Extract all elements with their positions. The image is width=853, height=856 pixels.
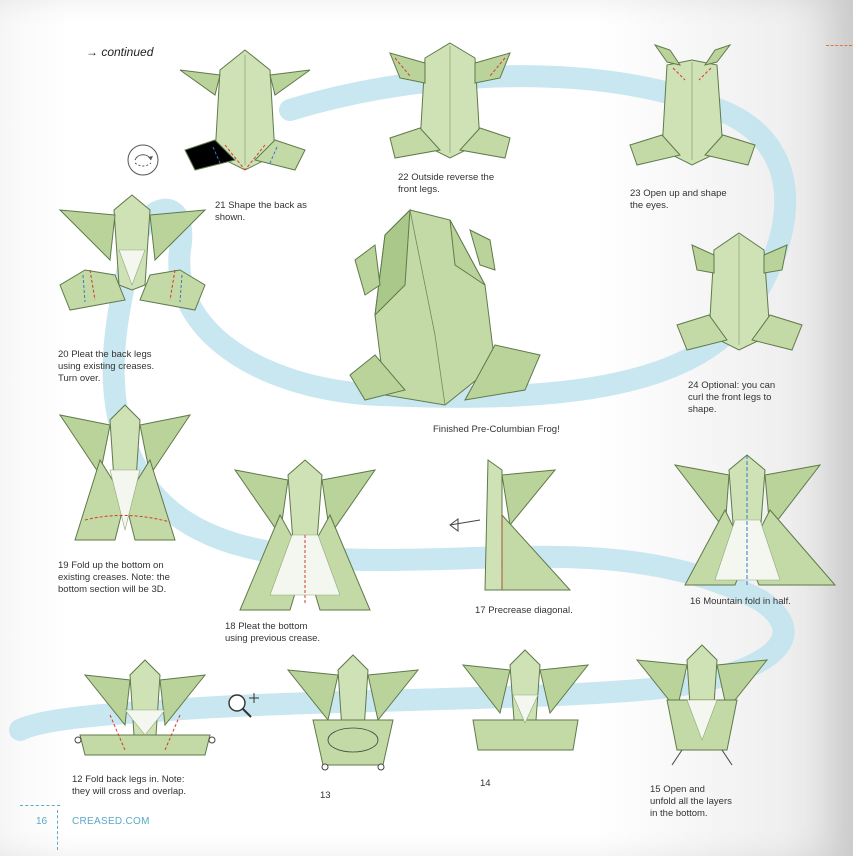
step-24-diagram — [676, 232, 803, 351]
continued-label: → continued — [86, 45, 154, 59]
magnify-icon — [228, 693, 259, 718]
step-15-diagram — [635, 644, 769, 766]
corner-mark — [826, 45, 852, 46]
step-14-caption: 14 — [480, 778, 491, 789]
step-14-diagram — [461, 649, 590, 751]
step-12-caption: 12 Fold back legs in. Note:they will cro… — [72, 774, 187, 797]
step-12-diagram — [74, 659, 216, 756]
step-17-diagram — [449, 459, 572, 591]
step-23-diagram — [629, 44, 756, 166]
step-16-diagram — [673, 454, 837, 586]
step-16-caption: 16 Mountain fold in half. — [690, 596, 791, 607]
footer-divider — [57, 810, 58, 850]
finished-frog-diagram — [349, 208, 541, 406]
step-18-diagram — [233, 459, 377, 611]
footer-rule — [20, 805, 60, 806]
page-number: 16 — [36, 816, 48, 827]
site-name[interactable]: CREASED.COM — [72, 816, 150, 827]
turn-over-icon — [127, 144, 159, 176]
step-20-diagram — [58, 194, 207, 311]
step-19-diagram — [58, 404, 192, 541]
step-13-diagram — [286, 654, 420, 771]
step-21-diagram — [179, 49, 311, 171]
step-17-caption: 17 Precrease diagonal. — [475, 605, 573, 616]
step-13-caption: 13 — [320, 790, 331, 801]
step-22-diagram — [389, 42, 511, 159]
finished-caption: Finished Pre-Columbian Frog! — [433, 424, 560, 435]
